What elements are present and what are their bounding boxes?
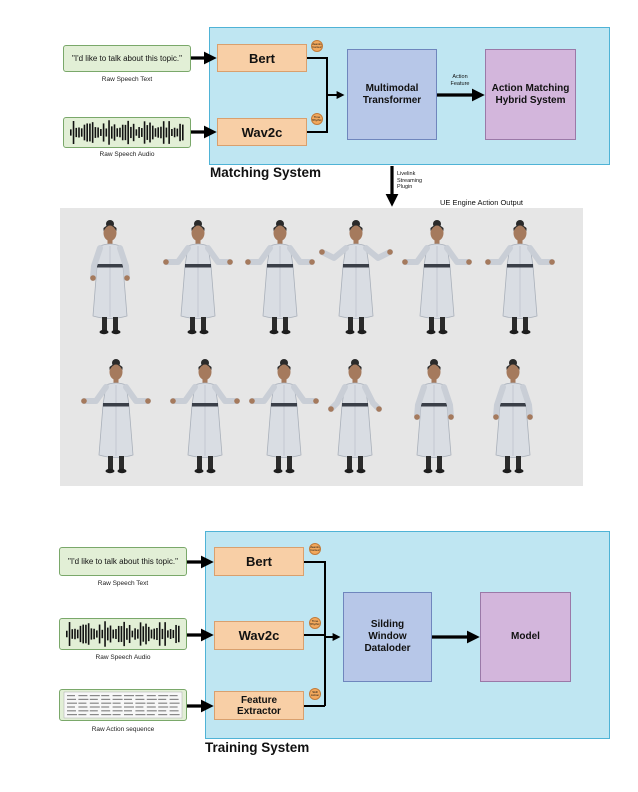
training-bert-badge: Meaning Context	[309, 543, 321, 555]
matching-bert-label: Bert	[248, 50, 275, 66]
hybrid-line1: Action Matching	[491, 82, 570, 94]
multimodal-transformer-box: Multimodal Transformer	[347, 49, 437, 140]
model-box: Model	[480, 592, 571, 682]
training-bert-box: Bert	[214, 547, 304, 576]
matching-wav2c-label: Wav2c	[241, 124, 283, 140]
training-action-caption: Raw Action sequence	[91, 726, 155, 733]
matching-audio-caption: Raw Speech Audio	[99, 151, 155, 158]
hybrid-line2: Hybrid System	[495, 94, 566, 106]
waveform-icon	[70, 120, 184, 145]
feature-extractor-box: Feature Extractor	[214, 691, 304, 720]
character-figure-2	[163, 220, 233, 335]
matching-bert-box: Bert	[217, 44, 307, 72]
action-feature-label: Action Feature	[450, 74, 470, 87]
character-figure-5	[402, 220, 472, 335]
training-bert-label: Bert	[245, 554, 272, 569]
training-wav2c-label: Wav2c	[238, 628, 280, 643]
training-action-input	[59, 689, 187, 721]
matching-wav2c-badge: Time Rhythm	[311, 113, 323, 125]
training-audio-input	[59, 618, 187, 650]
character-figure-11	[414, 359, 454, 474]
matching-text-caption: Raw Speech Text	[101, 76, 153, 83]
character-figure-4	[319, 220, 393, 335]
training-wav2c-badge: Time Rhythm	[309, 617, 321, 629]
character-figure-7	[81, 359, 151, 474]
training-system-title: Training System	[205, 740, 310, 755]
sliding-window-dataloader-box: Silding Window Dataloder	[343, 592, 432, 682]
data-table-icon	[63, 691, 183, 719]
training-wav2c-box: Wav2c	[214, 621, 304, 650]
matching-bert-badge: Meaning Context	[311, 40, 323, 52]
feature-extractor-badge: Skill Action	[309, 688, 321, 700]
ue-output-title: UE Engine Action Output	[440, 198, 523, 207]
matching-text-input-value: "I'd like to talk about this topic."	[72, 54, 182, 63]
character-figure-6	[485, 220, 555, 335]
training-text-caption: Raw Speech Text	[97, 580, 149, 587]
waveform-icon	[66, 621, 180, 647]
transformer-line2: Transformer	[362, 94, 422, 106]
livelink-label: Livelink Streaming Plugin	[397, 171, 423, 190]
character-figure-10	[328, 359, 382, 474]
model-label: Model	[511, 631, 540, 642]
character-figure-8	[170, 359, 240, 474]
matching-wav2c-box: Wav2c	[217, 118, 307, 146]
training-audio-caption: Raw Speech Audio	[95, 654, 151, 661]
character-figure-12	[493, 359, 533, 474]
matching-text-input: "I'd like to talk about this topic."	[63, 45, 191, 72]
character-figure-3	[245, 220, 315, 335]
character-figure-1	[90, 220, 130, 335]
training-text-input-value: "I'd like to talk about this topic."	[68, 557, 178, 566]
transformer-line1: Multimodal	[365, 82, 419, 94]
character-figure-9	[249, 359, 319, 474]
matching-audio-input	[63, 117, 191, 148]
training-text-input: "I'd like to talk about this topic."	[59, 547, 187, 576]
matching-system-title: Matching System	[210, 165, 322, 180]
action-matching-hybrid-box: Action Matching Hybrid System	[485, 49, 576, 140]
